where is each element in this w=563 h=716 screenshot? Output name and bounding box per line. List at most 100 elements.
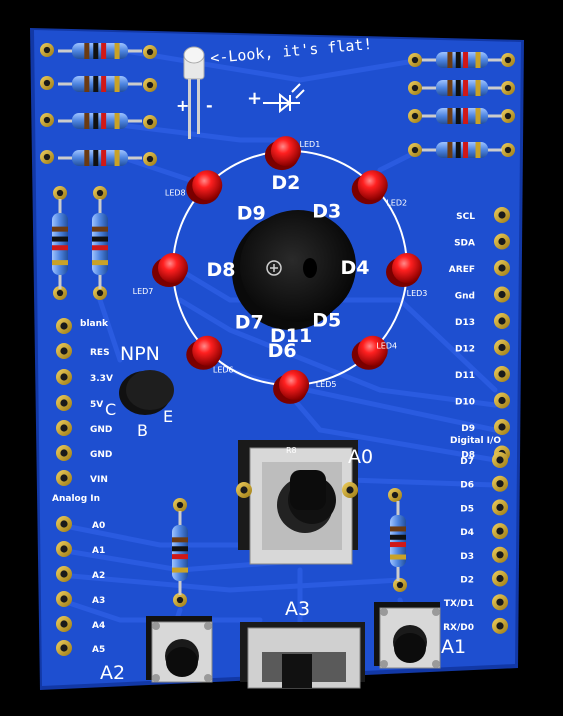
resistor: [58, 43, 142, 59]
pot-pin: [236, 482, 252, 498]
header-pin: [494, 392, 510, 409]
header-pin-label: A5: [92, 645, 105, 655]
led-d9: D9 LED8: [165, 170, 266, 224]
potentiometer: [238, 440, 358, 565]
resistor-pad: [408, 143, 422, 157]
header-pin: [494, 419, 510, 435]
header-pin: [56, 516, 72, 532]
led-designator: D6: [268, 340, 297, 362]
header-pin-label: VIN: [90, 475, 108, 485]
header-pin: [492, 452, 508, 468]
header-pin-label: D12: [455, 345, 475, 355]
header-pin: [492, 594, 508, 611]
header-pin-label: D13: [455, 318, 475, 328]
header-pin-label: D5: [460, 504, 474, 514]
led-label: LED7: [133, 287, 154, 296]
header-pin: [492, 546, 508, 563]
header-pin: [492, 617, 508, 634]
header-pin: [494, 260, 510, 276]
header-pin-label: RX/D0: [443, 623, 474, 633]
transistor-pin-e: E: [163, 407, 174, 426]
header-pin-label: D10: [455, 398, 475, 408]
resistor: [58, 150, 142, 166]
header-pin-label: D9: [461, 424, 475, 434]
header-pin-label: D11: [455, 371, 475, 381]
resistor: [58, 113, 142, 129]
resistor-pad: [143, 78, 157, 92]
header-pin: [492, 570, 508, 587]
pot-label: A0: [348, 446, 374, 468]
header-pin: [56, 591, 72, 607]
header-pin-label: A2: [92, 571, 105, 581]
led-designator: D7: [235, 312, 264, 334]
header-pin-label: D6: [460, 481, 474, 491]
header-pin: [56, 566, 72, 582]
plus-mark: +: [176, 96, 190, 115]
npn-transistor: [119, 370, 174, 415]
header-pin: [492, 475, 508, 492]
header-pin: [56, 541, 72, 557]
resistor-pad: [501, 143, 515, 157]
resistor-pad: [501, 53, 515, 67]
transistor-type: NPN: [120, 343, 160, 365]
resistor: [422, 52, 502, 68]
resistor-pad: [408, 109, 422, 123]
digital-header-title: Digital I/O: [450, 436, 501, 446]
resistor-pad: [93, 186, 107, 200]
resistor-pad: [40, 76, 54, 90]
center-led-label: D11: [270, 325, 313, 347]
led-d3: D3 LED2: [312, 170, 407, 222]
led-designator: D8: [207, 259, 236, 281]
header-pin: [56, 640, 72, 656]
led-symbol-icon: [263, 83, 305, 114]
led-designator: D3: [312, 200, 341, 222]
header-pin-label: GND: [90, 450, 112, 460]
resistor-pad: [93, 286, 107, 300]
header-pin: [56, 445, 72, 461]
header-pin: [494, 313, 510, 329]
led-designator: D5: [312, 310, 341, 332]
header-pin: [494, 233, 510, 250]
header-pin-label: SCL: [456, 212, 475, 222]
resistor: [52, 199, 68, 289]
header-pin-label: 5V: [90, 400, 103, 410]
transistor-pin-c: C: [105, 400, 117, 419]
resistor-pad: [143, 115, 157, 129]
header-pin-label: A1: [92, 546, 105, 556]
header-pin: [56, 369, 72, 385]
header-pin-label: TX/D1: [444, 599, 474, 609]
led-label: LED6: [213, 366, 234, 375]
header-pin-label: D4: [460, 528, 474, 538]
header-pin: [56, 395, 72, 411]
push-button-left: [146, 616, 213, 683]
led-designator: D9: [237, 202, 266, 224]
slide-switch: [240, 622, 365, 689]
resistor-pad: [143, 152, 157, 166]
header-pin-label: D3: [460, 552, 474, 562]
clear-led-icon: [183, 46, 205, 139]
led-label: LED5: [316, 380, 337, 389]
led-designator: D4: [341, 257, 370, 279]
header-pin: [56, 470, 72, 486]
pot-pin: [342, 482, 358, 498]
resistor-pad: [501, 81, 515, 95]
led-label: LED2: [386, 198, 407, 207]
resistor-pad: [393, 578, 407, 592]
header-pin: [56, 318, 72, 334]
left-header-title: blank: [80, 319, 108, 329]
resistor-pad: [173, 498, 187, 512]
transistor-pin-b: B: [137, 421, 148, 440]
minus-mark: -: [206, 96, 213, 115]
led-designator: D2: [271, 172, 300, 194]
pot-silk: R8: [286, 446, 297, 455]
header-pin-label: A0: [92, 521, 105, 531]
resistor-pad: [40, 113, 54, 127]
resistor: [422, 80, 502, 96]
led-label: LED8: [165, 188, 186, 197]
